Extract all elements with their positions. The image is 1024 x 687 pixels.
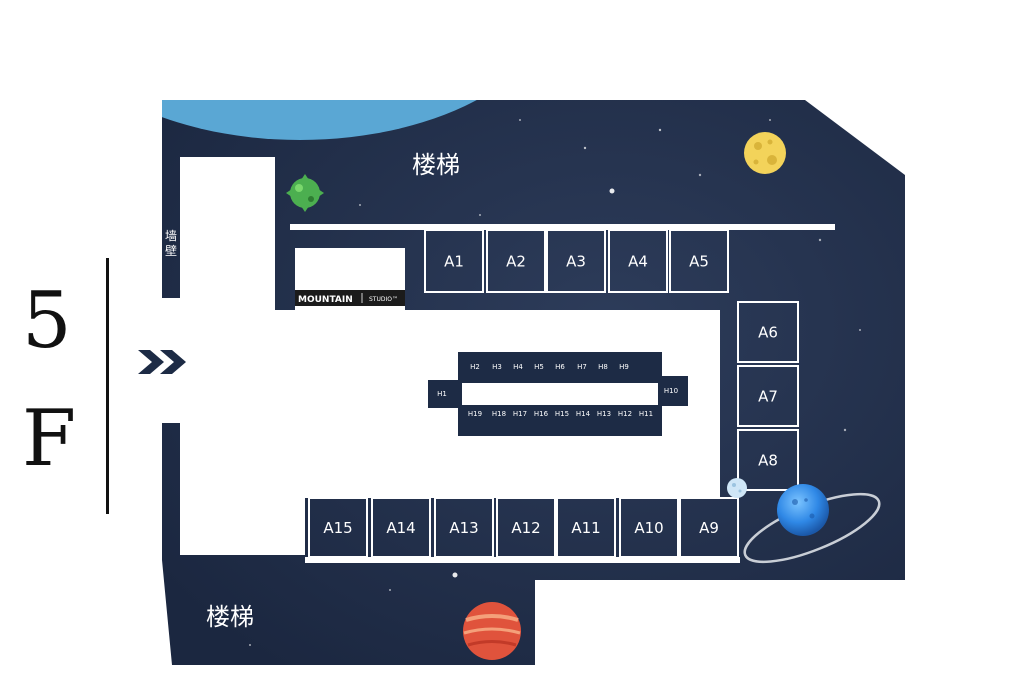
booth-a6[interactable]: A6 — [737, 301, 799, 363]
booth-a1[interactable]: A1 — [424, 229, 484, 293]
booth-h5[interactable]: H5 — [534, 363, 544, 371]
booth-label: A9 — [699, 519, 719, 537]
booth-h18[interactable]: H18 — [492, 410, 506, 418]
store-mountain-studio[interactable] — [295, 290, 405, 306]
booth-outline — [434, 497, 494, 558]
store-suffix: STUDIO™ — [369, 296, 398, 303]
booth-a8[interactable]: A8 — [737, 429, 799, 491]
booth-label: A10 — [634, 519, 663, 537]
floor-letter: F — [22, 394, 77, 484]
booth-label: A12 — [511, 519, 540, 537]
booth-label: A3 — [566, 253, 586, 271]
ringed-planet-icon — [743, 484, 881, 564]
green-planet-icon — [286, 174, 324, 212]
booth-h15[interactable]: H15 — [555, 410, 569, 418]
booth-label: A5 — [689, 253, 709, 271]
booth-outline — [669, 229, 729, 293]
chevron-double-right-icon[interactable] — [138, 350, 186, 374]
moon-icon — [744, 132, 786, 174]
booth-row-top: A1 A2 A3 A4 A5 — [424, 229, 729, 293]
booth-a3[interactable]: A3 — [546, 229, 606, 293]
booth-a7[interactable]: A7 — [737, 365, 799, 427]
booth-h8[interactable]: H8 — [598, 363, 608, 371]
booth-h12[interactable]: H12 — [618, 410, 632, 418]
booth-outline — [737, 365, 799, 427]
booth-h3[interactable]: H3 — [492, 363, 502, 371]
booth-outline — [608, 229, 668, 293]
booth-row-bottom: A9 A10 A11 A12 A13 A14 A15 — [308, 497, 739, 558]
booth-a10[interactable]: A10 — [619, 497, 679, 558]
booth-label: A13 — [449, 519, 478, 537]
floor-number: 5 — [22, 276, 72, 366]
booth-outline — [737, 301, 799, 363]
booth-label: A8 — [758, 452, 778, 470]
booth-label: A6 — [758, 324, 778, 342]
booth-a12[interactable]: A12 — [496, 497, 556, 558]
booth-h2[interactable]: H2 — [470, 363, 480, 371]
booth-label: A11 — [571, 519, 600, 537]
booth-h6[interactable]: H6 — [555, 363, 565, 371]
booth-label: A2 — [506, 253, 526, 271]
booth-a4[interactable]: A4 — [608, 229, 668, 293]
booth-outline — [737, 429, 799, 491]
booth-outline — [556, 497, 616, 558]
booth-h10[interactable]: H10 — [664, 387, 678, 395]
booth-h19[interactable]: H19 — [468, 410, 482, 418]
booth-outline — [371, 497, 431, 558]
booth-a5[interactable]: A5 — [669, 229, 729, 293]
wall-label-1: 墙 — [165, 229, 177, 243]
booth-h13[interactable]: H13 — [597, 410, 611, 418]
booth-a2[interactable]: A2 — [486, 229, 546, 293]
booth-label: A7 — [758, 388, 778, 406]
small-planet-icon — [727, 478, 747, 498]
booth-label: A4 — [628, 253, 648, 271]
booth-h17[interactable]: H17 — [513, 410, 527, 418]
booth-a15[interactable]: A15 — [308, 497, 368, 558]
booth-label: A14 — [386, 519, 415, 537]
booth-outline — [308, 497, 368, 558]
stars — [249, 119, 861, 646]
booth-label: A15 — [323, 519, 352, 537]
booth-outline — [619, 497, 679, 558]
booth-outline — [496, 497, 556, 558]
floor-divider — [106, 258, 109, 514]
booth-outline — [486, 229, 546, 293]
booth-h9[interactable]: H9 — [619, 363, 629, 371]
booth-h16[interactable]: H16 — [534, 410, 549, 418]
store-name: MOUNTAIN — [298, 295, 353, 305]
booth-h1[interactable]: H1 — [437, 390, 447, 398]
booth-h7[interactable]: H7 — [577, 363, 587, 371]
booth-outline — [679, 497, 739, 558]
booth-h11[interactable]: H11 — [639, 410, 653, 418]
booth-a14[interactable]: A14 — [371, 497, 431, 558]
wall-label-2: 壁 — [165, 243, 177, 258]
stairs-top-label: 楼梯 — [412, 151, 460, 179]
booth-h4[interactable]: H4 — [513, 363, 523, 371]
booth-outline — [546, 229, 606, 293]
booth-a11[interactable]: A11 — [556, 497, 616, 558]
booth-a13[interactable]: A13 — [434, 497, 494, 558]
stairs-bottom-label: 楼梯 — [206, 603, 254, 631]
red-planet-icon — [463, 602, 521, 660]
booth-a9[interactable]: A9 — [679, 497, 739, 558]
booth-label: A1 — [444, 253, 464, 271]
booth-h14[interactable]: H14 — [576, 410, 591, 418]
booth-outline — [424, 229, 484, 293]
h-island — [428, 352, 688, 436]
